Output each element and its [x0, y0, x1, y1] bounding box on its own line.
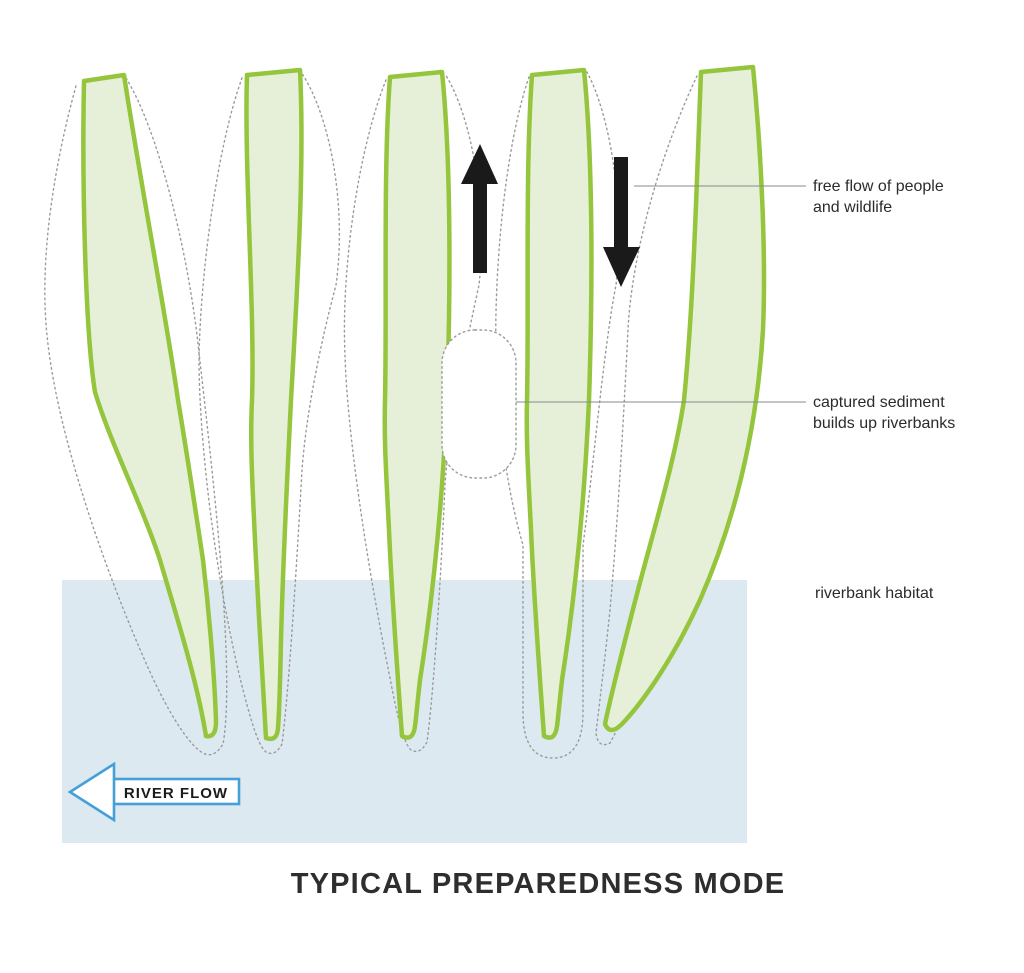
annotation-free-flow-line2: and wildlife [813, 199, 892, 216]
blade-3-flood-outline [343, 73, 483, 753]
blade-5 [602, 64, 767, 733]
river-flow-label: RIVER FLOW [124, 785, 228, 802]
blade-4-flood-outline [495, 71, 620, 759]
blade-1 [81, 72, 219, 739]
river-flow-arrow: RIVER FLOW [67, 761, 241, 823]
river-flow-box [111, 777, 241, 806]
up-arrow [461, 144, 498, 273]
blade-2 [244, 67, 304, 742]
annotation-free-flow-line1: free flow of people [813, 178, 944, 195]
sediment-capsule [441, 329, 517, 479]
down-arrow [603, 157, 640, 287]
annotation-habitat: riverbank habitat [815, 585, 934, 602]
diagram-title: TYPICAL PREPAREDNESS MODE [291, 868, 786, 900]
annotation-sediment-line2: builds up riverbanks [813, 415, 955, 432]
annotation-sediment-line1: captured sediment [813, 394, 945, 411]
blade-2-flood-outline [198, 71, 341, 755]
blade-4 [524, 67, 594, 740]
river-flow-arrowhead-icon [67, 761, 116, 823]
blade-1-flood-outline [44, 77, 228, 756]
